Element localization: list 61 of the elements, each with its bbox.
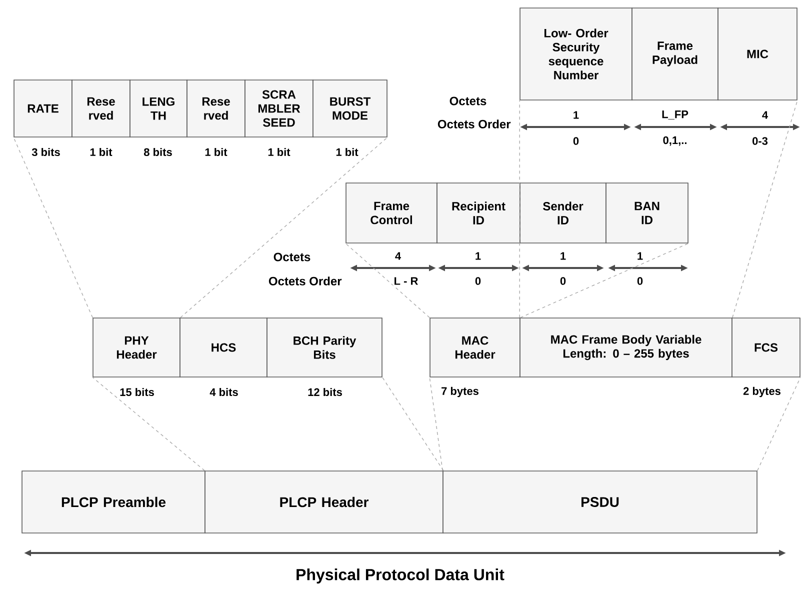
- field-cell: PSDU: [442, 470, 758, 534]
- expansion-line: [429, 377, 443, 471]
- field-cell: Frame Control: [346, 182, 438, 244]
- size-label: 12 bits: [306, 386, 344, 398]
- octet-label: 0: [636, 276, 644, 286]
- expansion-line: [92, 377, 205, 471]
- row-label: Octets Order: [267, 276, 343, 286]
- octet-label: 1: [636, 251, 644, 261]
- field-cell: Rese rved: [186, 80, 246, 138]
- octet-label: 0,1,..: [662, 135, 688, 147]
- field-cell: BCH Parity Bits: [266, 318, 382, 378]
- expansion-line: [180, 137, 388, 318]
- expansion-line: [13, 137, 93, 318]
- expansion-line: [345, 243, 430, 318]
- size-label: 1 bit: [88, 146, 114, 158]
- field-cell: Recipient ID: [436, 182, 520, 244]
- field-cell: SCRA MBLER SEED: [244, 80, 314, 138]
- octet-label: 0: [558, 276, 568, 286]
- field-cell: LENG TH: [130, 80, 188, 138]
- octet-label: 1: [558, 251, 568, 261]
- octet-label: 1: [474, 251, 482, 261]
- octet-label: L - R: [392, 276, 420, 286]
- expansion-line: [732, 100, 798, 318]
- expansion-line: [519, 100, 520, 318]
- field-cell: Low- Order Security sequence Number: [520, 8, 632, 100]
- octet-label: 0: [572, 136, 580, 146]
- field-cell: Sender ID: [520, 182, 606, 244]
- size-label: 4 bits: [208, 386, 240, 398]
- row-label: Octets Order: [436, 118, 512, 130]
- size-label: 3 bits: [30, 146, 62, 158]
- size-label: 1 bit: [266, 146, 292, 158]
- field-cell: MAC Header: [430, 318, 520, 378]
- row-label: Octets: [272, 252, 312, 262]
- field-cell: PLCP Header: [204, 470, 444, 534]
- octet-label: 0-3: [751, 136, 769, 146]
- field-cell: MIC: [718, 8, 798, 100]
- field-cell: Frame Payload: [632, 8, 718, 100]
- size-label: 7 bytes: [440, 386, 480, 398]
- expansion-line: [757, 377, 801, 471]
- field-cell: Rese rved: [72, 80, 130, 138]
- row-label: Octets: [448, 96, 488, 106]
- axis-label: Physical Protocol Data Unit: [294, 568, 506, 584]
- size-label: 1 bit: [204, 146, 228, 158]
- octet-label: 0: [474, 276, 482, 286]
- expansion-line: [520, 243, 689, 318]
- octet-label: 4: [760, 110, 770, 120]
- octet-label: 1: [572, 110, 580, 120]
- field-cell: BURST MODE: [312, 80, 388, 138]
- octet-label: L_FP: [660, 110, 690, 120]
- size-label: 8 bits: [142, 146, 174, 158]
- size-label: 15 bits: [118, 386, 156, 398]
- field-cell: HCS: [180, 318, 268, 378]
- field-cell: PHY Header: [92, 318, 180, 378]
- expansion-line: [382, 377, 444, 471]
- field-cell: BAN ID: [606, 182, 688, 244]
- field-cell: FCS: [732, 318, 800, 378]
- field-cell: PLCP Preamble: [22, 470, 206, 534]
- size-label: 1 bit: [334, 146, 360, 158]
- octet-label: 4: [394, 251, 402, 261]
- field-cell: RATE: [14, 80, 72, 138]
- size-label: 2 bytes: [742, 386, 782, 398]
